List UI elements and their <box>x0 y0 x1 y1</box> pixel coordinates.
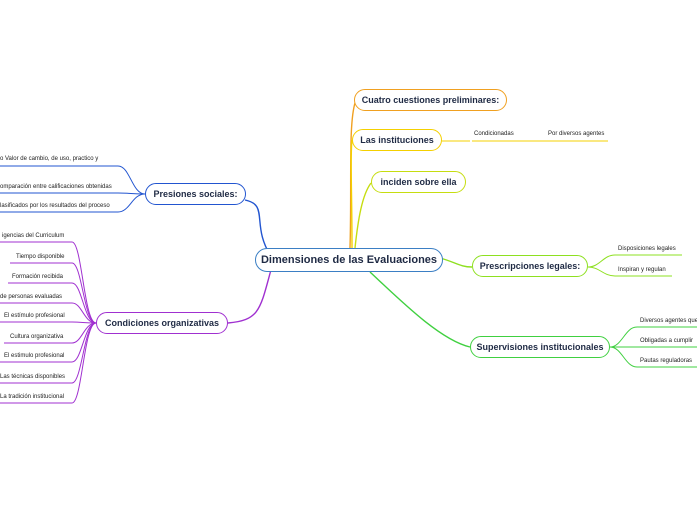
subtopic-estimulo-profesional-2[interactable]: El estimulo profesional <box>4 353 65 359</box>
topic-condiciones-organizativas[interactable]: Condiciones organizativas <box>96 312 228 334</box>
subtopic-exigencias-curriculum[interactable]: igencias del Curriculum <box>2 233 65 239</box>
subtopic-disposiciones-legales[interactable]: Disposiciones legales <box>618 246 676 252</box>
subtopic-obligadas-a-cumplir[interactable]: Obligadas a cumplir <box>640 338 694 344</box>
topic-cuatro-cuestiones[interactable]: Cuatro cuestiones preliminares: <box>354 89 507 111</box>
topic-inciden-sobre-ella[interactable]: inciden sobre ella <box>371 171 466 193</box>
subtopic-por-diversos-agentes[interactable]: Por diversos agentes <box>548 131 605 137</box>
subtopic-diversos-agentes[interactable]: Diversos agentes que <box>640 318 697 324</box>
subtopic-comparacion-calificaciones[interactable]: omparación entre calificaciones obtenida… <box>0 184 112 190</box>
topic-supervisiones-institucionales[interactable]: Supervisiones institucionales <box>470 336 610 358</box>
connector-prescripciones <box>439 257 473 268</box>
subtopic-formacion-recibida[interactable]: Formación recibida <box>12 274 64 280</box>
connector-inciden <box>354 182 372 249</box>
connector-condiciones <box>227 265 273 324</box>
subtopic-inspiran-y-regulan[interactable]: Inspiran y regulan <box>618 267 666 273</box>
subtopic-tradicion-institucional[interactable]: La tradición institucional <box>0 394 65 400</box>
connector-instituciones <box>350 139 353 249</box>
subtopic-clasificados[interactable]: lasificados por los resultados del proce… <box>0 203 110 209</box>
subtopic-pautas-reguladoras[interactable]: Pautas reguladoras <box>640 358 693 364</box>
topic-presiones-sociales[interactable]: Presiones sociales: <box>145 183 246 205</box>
subtopic-cultura-organizativa[interactable]: Cultura organizativa <box>10 334 64 340</box>
topic-prescripciones-legales[interactable]: Prescripciones legales: <box>472 255 588 277</box>
subtopic-estimulo-profesional-1[interactable]: El estímulo profesional <box>4 313 65 319</box>
subtopic-valor-de-cambio[interactable]: o Valor de cambio, de uso, practico y <box>0 156 99 162</box>
subtopic-personas-evaluadas[interactable]: de personas evaluadas <box>0 294 63 300</box>
subtopic-tecnicas-disponibles[interactable]: Las técnicas disponibles <box>0 374 66 380</box>
connector-supervisiones <box>369 271 471 348</box>
subtopic-condicionadas[interactable]: Condicionadas <box>474 131 514 137</box>
topic-las-instituciones[interactable]: Las instituciones <box>352 129 442 151</box>
subtopic-tiempo-disponible[interactable]: Tiempo disponible <box>16 254 65 260</box>
central-topic[interactable]: Dimensiones de las Evaluaciones <box>255 248 443 272</box>
